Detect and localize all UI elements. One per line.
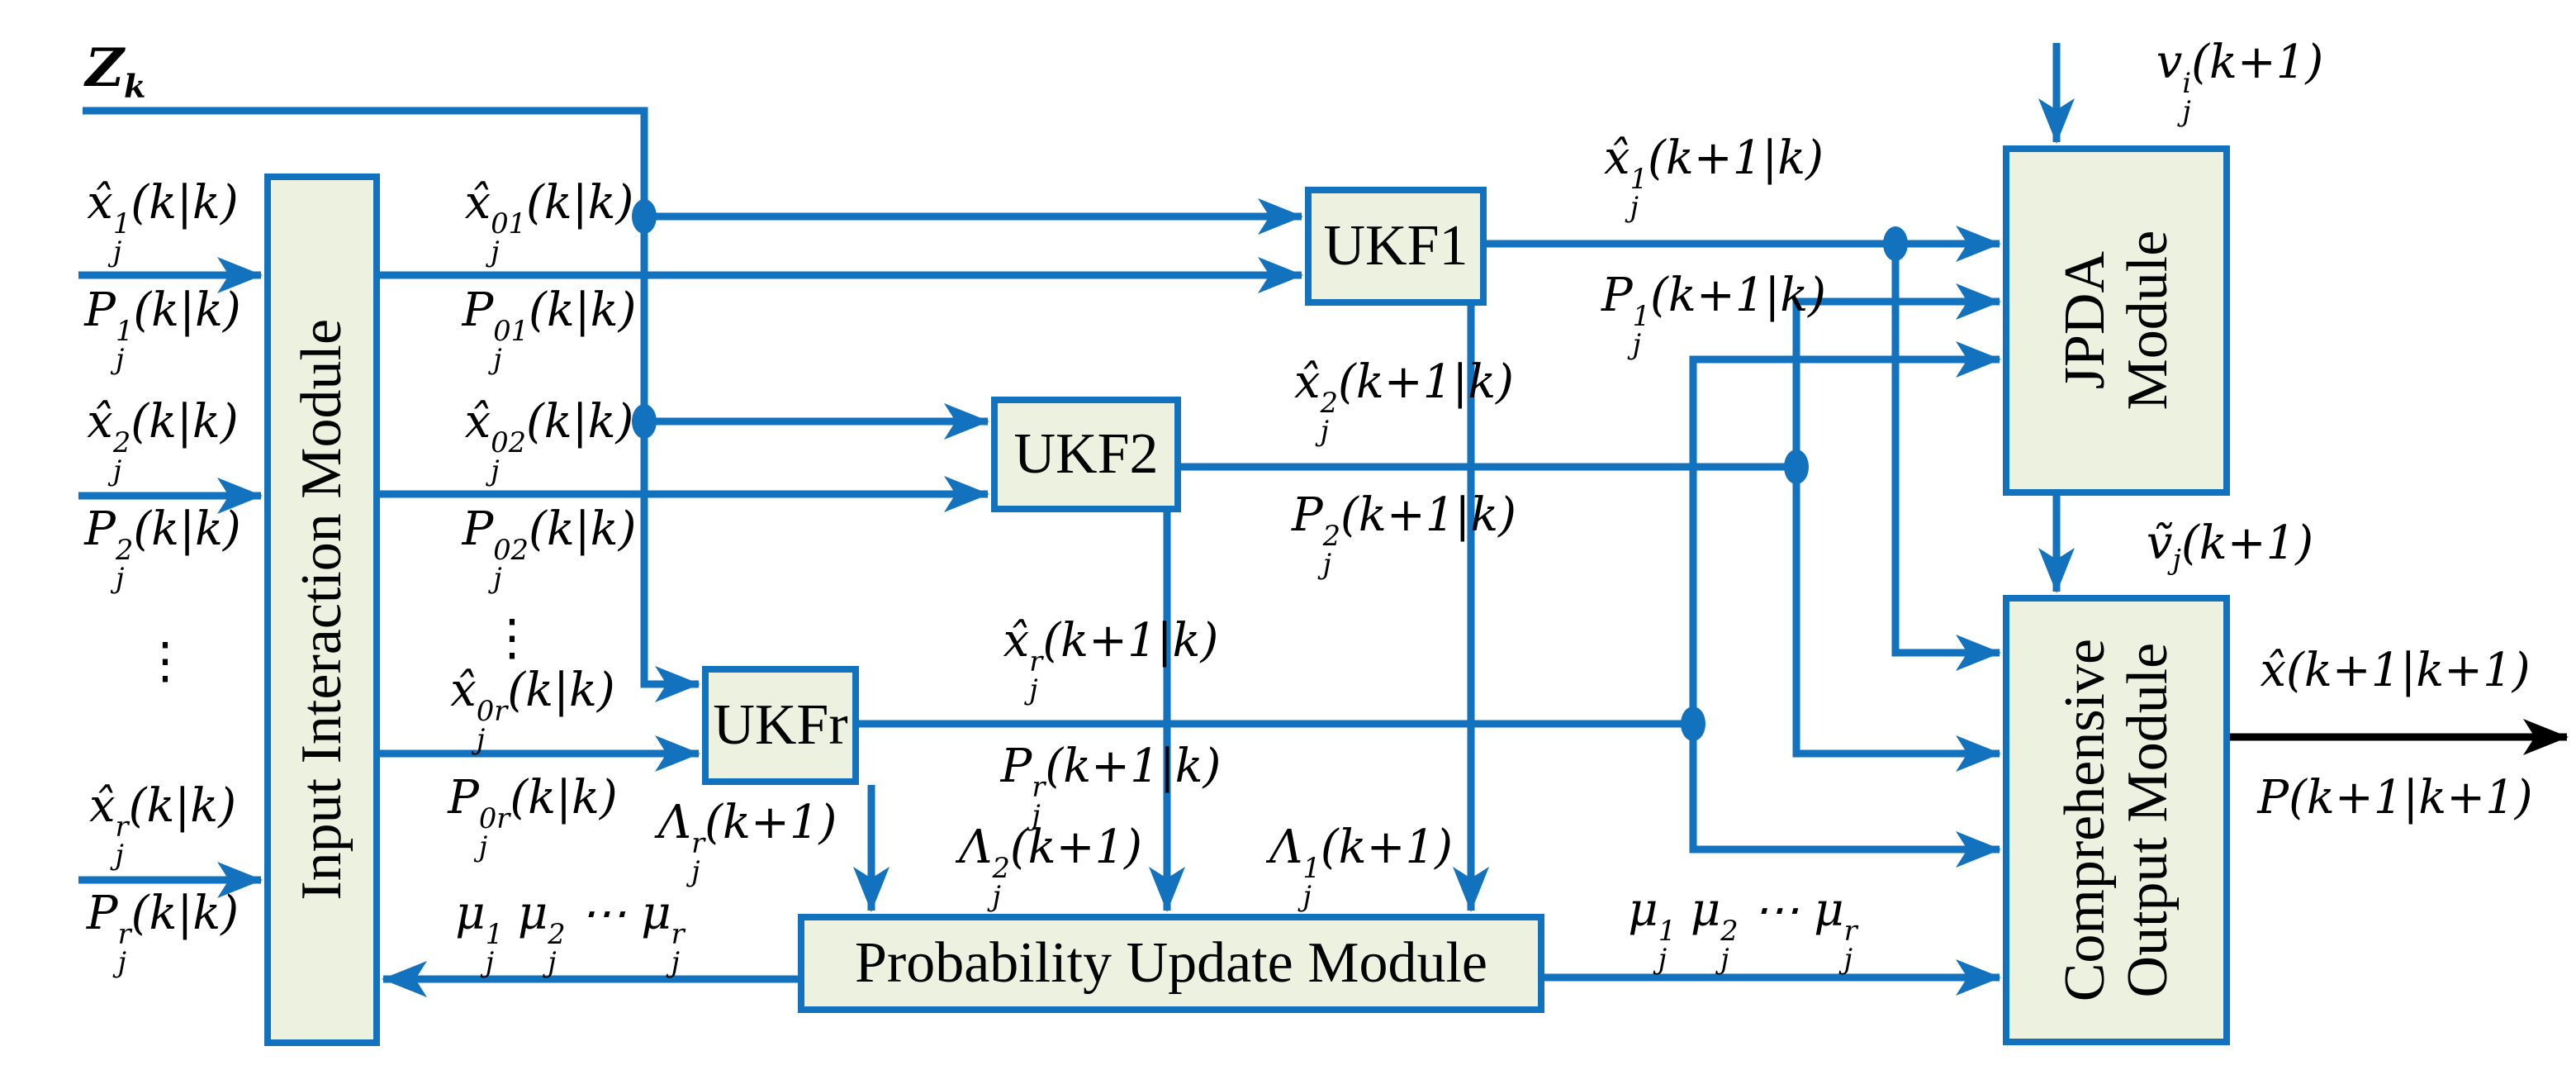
label-vtilde: ṽj(k+1) (2146, 516, 2314, 576)
probability-update-module-label: Probability Update Module (854, 931, 1487, 996)
edge-ukf2-down-to-com (1792, 467, 2001, 772)
edge-zk-to-ukfr-junction-dot-0 (632, 199, 657, 234)
label-left-vdots: ⋮ (140, 632, 190, 690)
label-zk: Zk (85, 36, 146, 106)
edge-ukf2-up-to-jpda (1792, 283, 2001, 467)
ukf2-block-label: UKF2 (1013, 422, 1159, 487)
ukf2-block: UKF2 (991, 397, 1181, 512)
input-interaction-module-label: Input Interaction Module (290, 319, 354, 901)
edge-ukfr-down-to-com (1689, 724, 2001, 868)
ukf1-block: UKF1 (1305, 187, 1487, 306)
edge-ukfr-out-junction-dot-0 (1681, 706, 1705, 741)
label-final-x: x̂(k+1|k+1) (2260, 644, 2531, 697)
input-interaction-module: Input Interaction Module (264, 174, 380, 1046)
edge-zk-to-ukfr-junction-dot-1 (632, 404, 657, 439)
ukfr-block-label: UKFr (713, 693, 848, 758)
edge-ukfr-up-to-jpda (1689, 341, 2001, 724)
label-final-p: P(k+1|k+1) (2257, 771, 2533, 825)
label-mid-vdots: ⋮ (487, 609, 537, 667)
edge-ukf1-out-to-jpda-junction-dot-0 (1883, 226, 1908, 261)
probability-update-module: Probability Update Module (798, 914, 1544, 1013)
edge-ukf1-down-to-com (1891, 244, 2001, 671)
ukf1-block-label: UKF1 (1323, 214, 1468, 278)
ukfr-block: UKFr (702, 666, 859, 785)
edge-ukf2-out-junction-dot-0 (1784, 449, 1809, 484)
edge-zk-to-ukfr (83, 107, 700, 702)
